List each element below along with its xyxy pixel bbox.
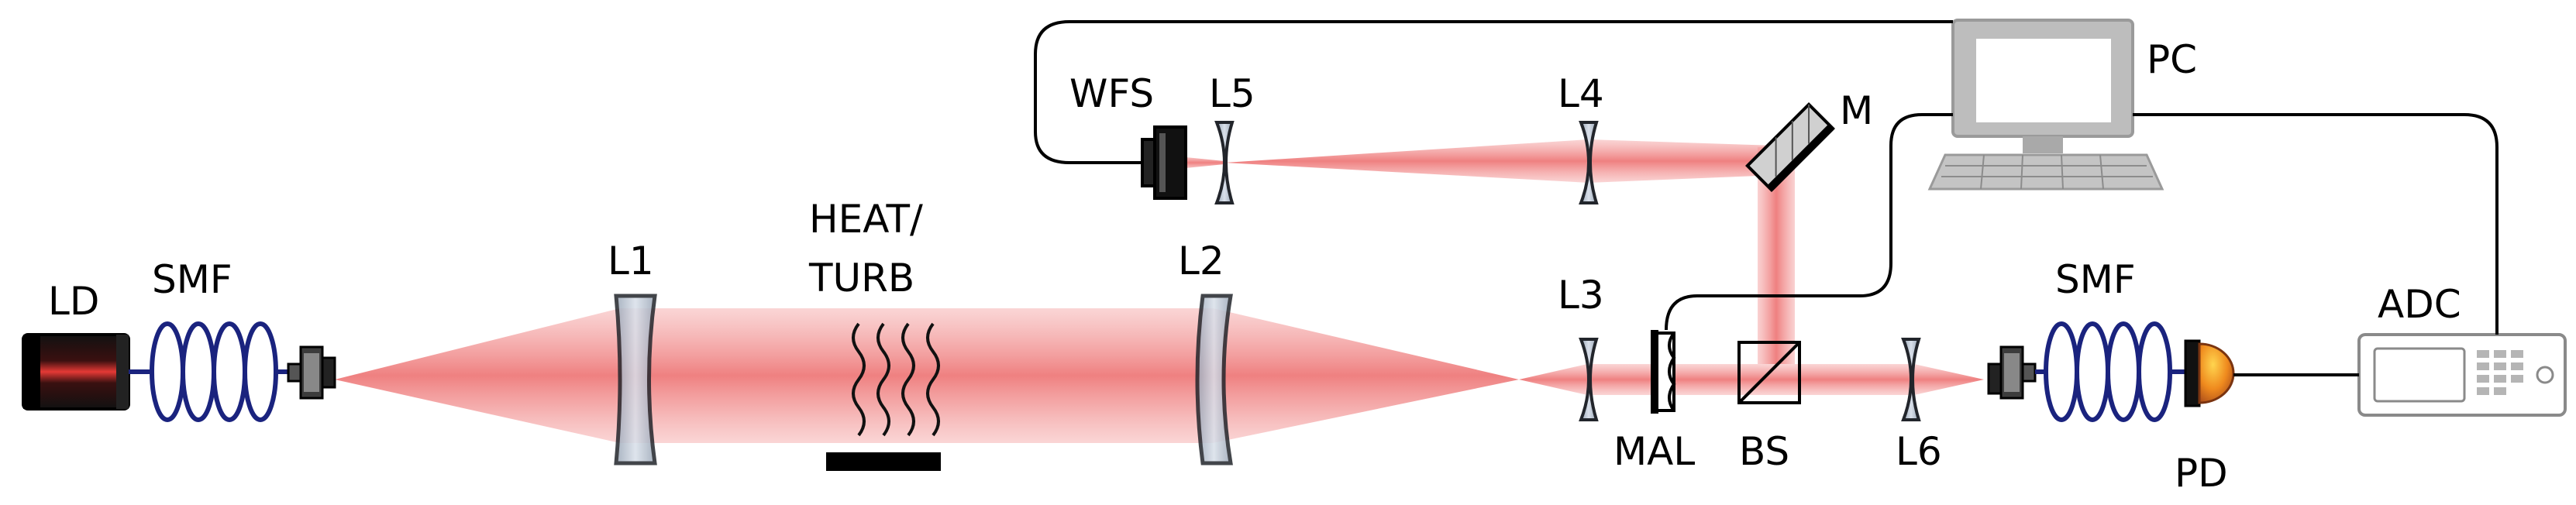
l4-label: L4 xyxy=(1558,71,1604,116)
heater-plate xyxy=(826,452,941,471)
l1-label: L1 xyxy=(608,239,654,283)
cable-pc-to-wfs xyxy=(1034,20,1953,164)
m-label: M xyxy=(1840,88,1873,133)
lens-l1 xyxy=(614,294,657,465)
laser-diode xyxy=(22,333,130,411)
input-fiber-connector xyxy=(287,345,336,400)
pc-label: PC xyxy=(2147,37,2197,82)
beam-to-output-fiber xyxy=(1758,364,1984,395)
laser-beam xyxy=(335,139,1984,443)
turbulence-waves xyxy=(852,322,940,437)
input-fiber-coil xyxy=(129,321,288,422)
beam-collimated-section xyxy=(620,308,1213,443)
beam-diverging-to-l3 xyxy=(1519,364,1587,395)
smf-output-label: SMF xyxy=(2055,257,2136,302)
lens-l6 xyxy=(1901,338,1921,421)
l5-label: L5 xyxy=(1209,71,1255,116)
heat-label: HEAT/ xyxy=(809,197,923,242)
turb-label: TURB xyxy=(808,256,914,301)
smf-input-label: SMF xyxy=(152,257,232,302)
beam-splitter xyxy=(1737,341,1801,404)
output-fiber-coil xyxy=(2035,321,2185,422)
ld-label: LD xyxy=(48,279,99,324)
adc-label: ADC xyxy=(2378,282,2461,327)
output-fiber-connector xyxy=(1987,345,2037,400)
lens-l2 xyxy=(1195,294,1233,465)
cable-pc-to-mal xyxy=(1665,113,1953,331)
photodiode xyxy=(2184,339,2235,407)
signal-cables xyxy=(1034,20,2499,376)
adc-device xyxy=(2357,333,2567,417)
lens-l4 xyxy=(1579,121,1599,204)
l3-label: L3 xyxy=(1558,273,1604,318)
bs-label: BS xyxy=(1739,429,1789,474)
pc-computer xyxy=(1927,19,2164,191)
wavefront-sensor xyxy=(1141,125,1187,200)
beam-converging-to-focus xyxy=(1213,308,1519,443)
pd-label: PD xyxy=(2175,451,2228,496)
wfs-label: WFS xyxy=(1069,71,1154,116)
l2-label: L2 xyxy=(1178,239,1224,283)
cable-pc-to-adc xyxy=(2133,113,2499,335)
beam-diverging-to-l1 xyxy=(335,308,620,443)
l6-label: L6 xyxy=(1896,429,1942,474)
mal-element xyxy=(1651,330,1676,414)
beam-mirror-to-l4 xyxy=(1589,139,1776,183)
beam-l4-to-l5 xyxy=(1224,139,1589,183)
mal-label: MAL xyxy=(1613,429,1695,474)
lens-l3 xyxy=(1579,338,1599,421)
mirror-m xyxy=(1745,102,1835,192)
lens-l5 xyxy=(1214,121,1235,204)
